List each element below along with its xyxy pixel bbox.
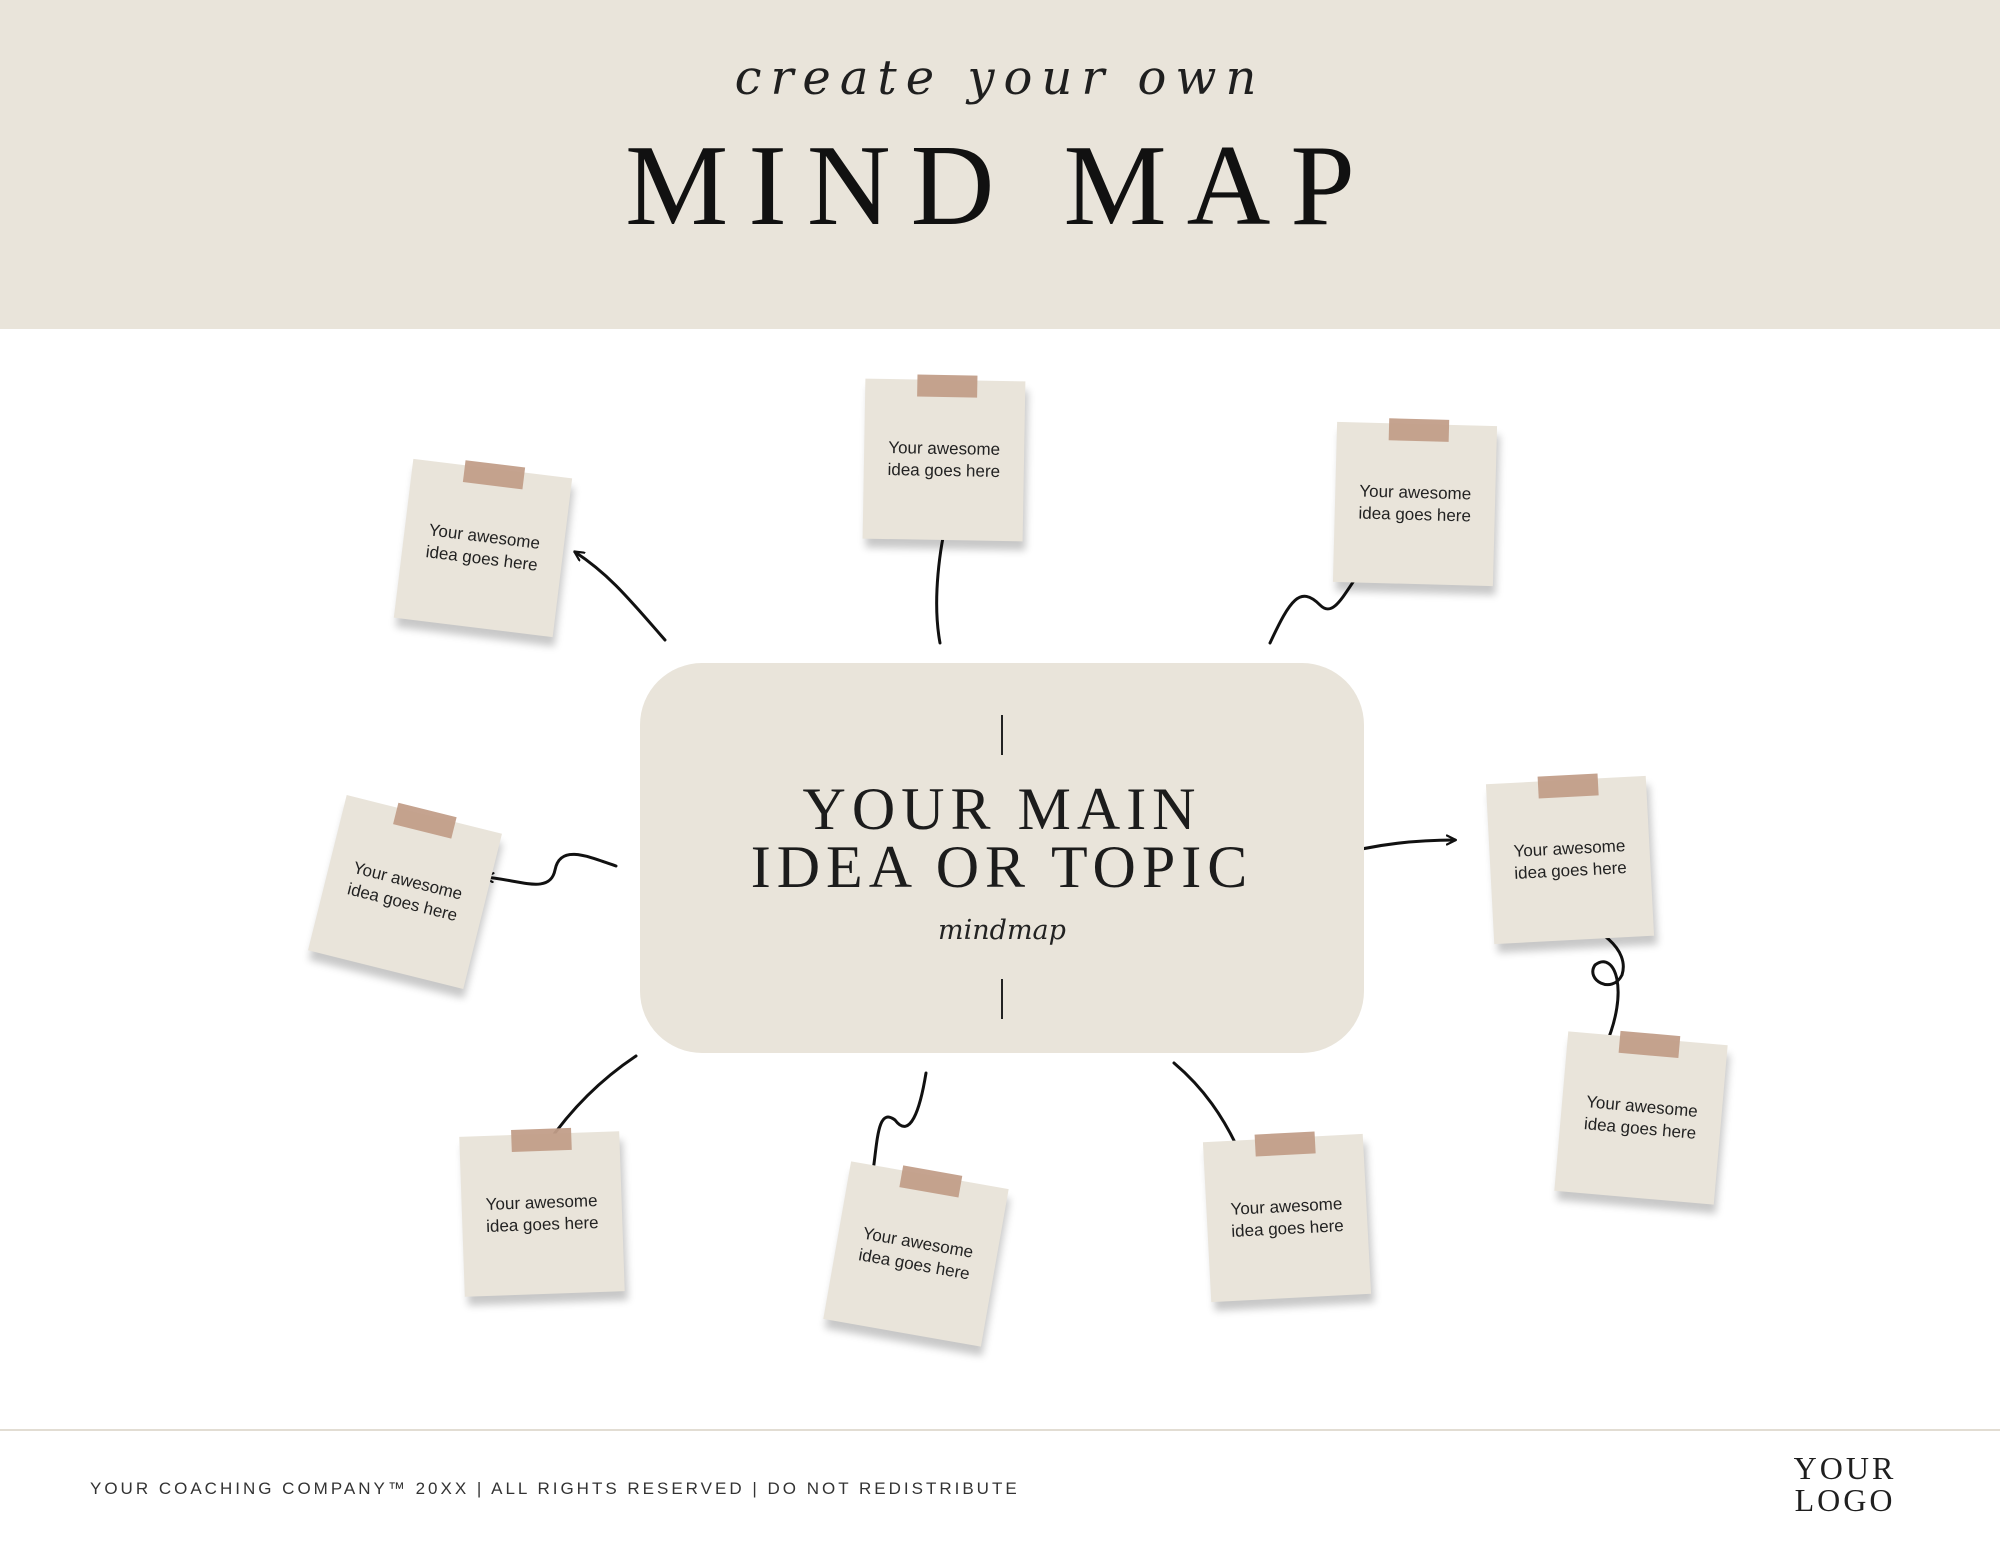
footer-copyright: YOUR COACHING COMPANY™ 20XX | ALL RIGHTS… — [90, 1479, 1020, 1498]
main-topic-line-2: IDEA OR TOPIC — [750, 834, 1254, 900]
arrow-to-note-left — [485, 853, 618, 886]
arrow-to-note-right-lower — [1558, 915, 1625, 1047]
arrow-to-note-bottom-center — [870, 1071, 928, 1190]
logo-line-2: LOGO — [1794, 1482, 1896, 1518]
footer-divider — [0, 1429, 2000, 1431]
tape-strip — [1537, 773, 1599, 799]
tape-strip — [511, 1127, 572, 1153]
page-title: MIND MAP — [625, 122, 1375, 250]
divider-top — [1001, 715, 1003, 755]
header-band — [0, 0, 2000, 329]
logo-line-1: YOUR — [1793, 1450, 1897, 1486]
divider-bottom — [1001, 979, 1003, 1019]
page-subtitle: create your own — [734, 50, 1266, 106]
tape-strip — [1618, 1030, 1681, 1059]
arrow-to-note-top-right — [1268, 558, 1370, 645]
main-topic-title: YOUR MAIN IDEA OR TOPIC — [640, 776, 1364, 900]
main-topic-line-1: YOUR MAIN — [802, 776, 1202, 842]
tape-strip — [1254, 1131, 1316, 1157]
tape-strip — [1388, 418, 1450, 442]
arrow-to-note-top-left — [575, 552, 667, 642]
tape-strip — [917, 374, 978, 398]
main-topic-box: YOUR MAIN IDEA OR TOPIC mindmap — [640, 663, 1364, 1053]
main-topic-caption: mindmap — [938, 915, 1066, 946]
logo-placeholder: YOUR LOGO — [1770, 1452, 1920, 1516]
